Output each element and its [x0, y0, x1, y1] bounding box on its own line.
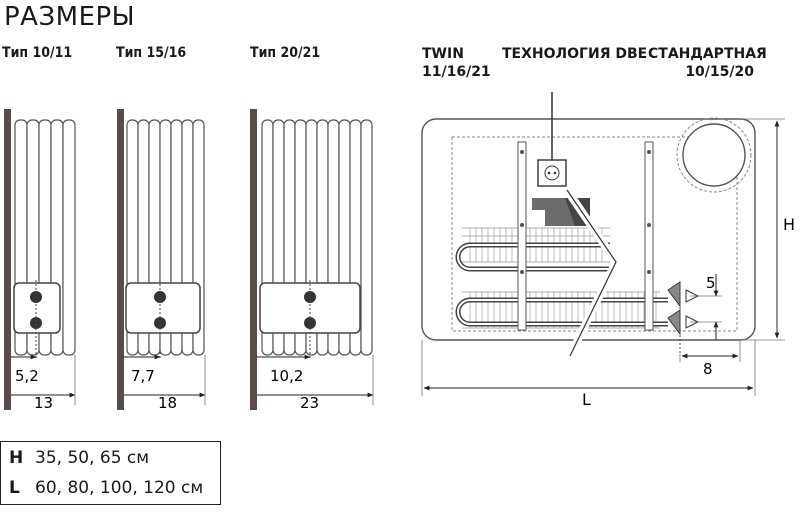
- type-10-11-offset: 5,2: [15, 367, 39, 385]
- twin-header: TWIN 11/16/21: [422, 45, 491, 81]
- page-title: РАЗМЕРЫ: [4, 2, 136, 32]
- dimension-h-label: H: [783, 215, 795, 234]
- wall: [4, 109, 11, 410]
- type-15-16-depth: 18: [158, 394, 177, 412]
- legend-value-l: 60, 80, 100, 120 см: [35, 478, 204, 498]
- type-10-11-depth: 13: [34, 394, 53, 412]
- type-20-21-label: Тип 20/21: [250, 45, 321, 61]
- standard-header-line1: СТАНДАРТНАЯ: [648, 46, 767, 62]
- type-15-16-offset: 7,7: [131, 367, 155, 385]
- radiator-type-10-11-profile: [4, 109, 76, 410]
- legend-key-l: L: [9, 478, 20, 498]
- standard-header: СТАНДАРТНАЯ 10/15/20: [648, 45, 767, 81]
- type-20-21-offset: 10,2: [270, 367, 303, 385]
- radiator-type-20-21-profile: [250, 109, 374, 410]
- twin-header-line2: 11/16/21: [422, 64, 491, 80]
- dimension-l-label: L: [582, 390, 591, 409]
- legend-value-h: 35, 50, 65 см: [35, 448, 150, 468]
- twin-header-line1: TWIN: [422, 46, 464, 62]
- legend-row-l: L 60, 80, 100, 120 см: [9, 478, 203, 498]
- legend-row-h: H 35, 50, 65 см: [9, 448, 149, 468]
- dimension-5-label: 5: [706, 274, 716, 292]
- dbe-header: ТЕХНОЛОГИЯ DBE: [502, 46, 648, 62]
- type-10-11-label: Тип 10/11: [2, 45, 73, 61]
- legend-key-h: H: [9, 448, 24, 468]
- radiator-type-15-16-profile: [117, 109, 206, 410]
- standard-header-line2: 10/15/20: [685, 64, 754, 80]
- dimensions-legend: H 35, 50, 65 см L 60, 80, 100, 120 см: [0, 441, 221, 505]
- type-20-21-depth: 23: [300, 394, 319, 412]
- wall: [250, 109, 257, 410]
- wall: [117, 109, 124, 410]
- type-15-16-label: Тип 15/16: [116, 45, 187, 61]
- radiator-front-view: [421, 92, 756, 358]
- dimension-8-label: 8: [703, 360, 713, 378]
